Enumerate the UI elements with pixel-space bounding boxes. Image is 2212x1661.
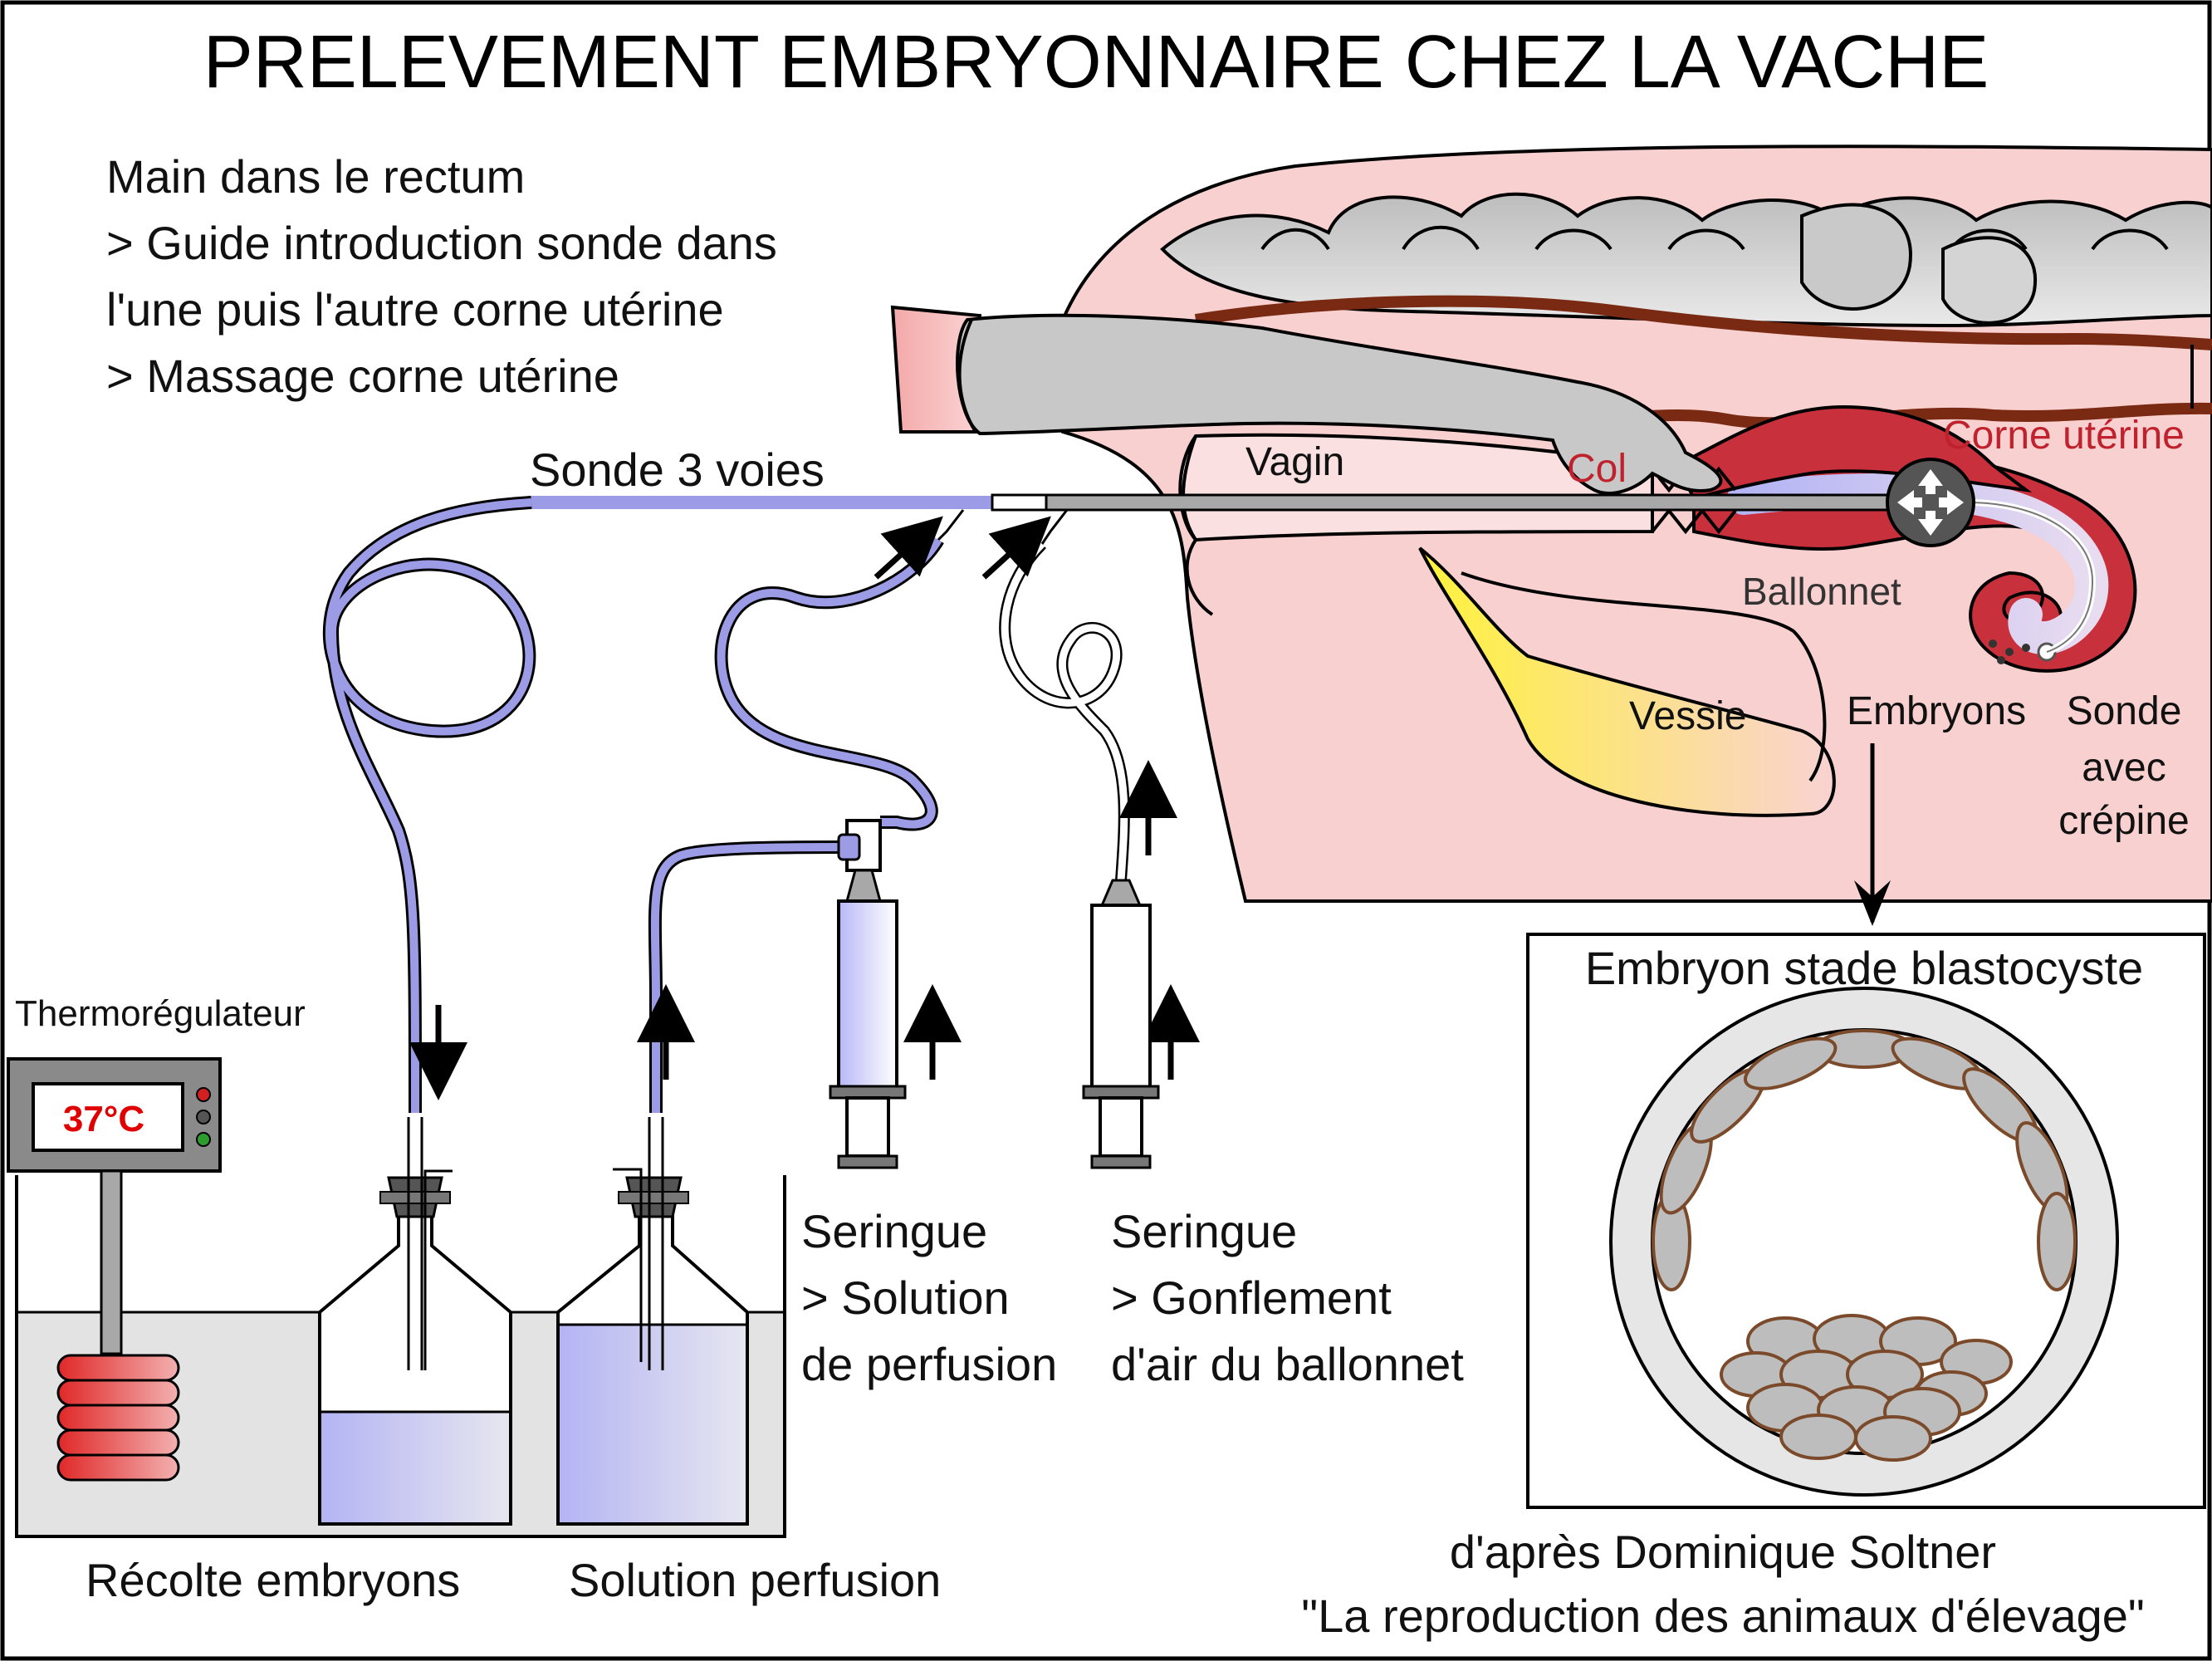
balloon <box>1886 458 1975 547</box>
probe-connector <box>991 493 1048 512</box>
instruction-line: > Massage corne utérine <box>106 350 619 402</box>
credit-line: d'après Dominique Soltner <box>1450 1526 1996 1578</box>
glove <box>956 313 1723 495</box>
label-perfusion: Solution perfusion <box>569 1554 941 1606</box>
rectum-upper-wall <box>1194 295 2212 350</box>
inset-title: Embryon stade blastocyste <box>1585 942 2143 994</box>
thermoregulator: 37°C <box>7 1057 222 1482</box>
balloon-arrows-icon <box>1897 469 1964 536</box>
three-way-probe <box>531 458 2097 655</box>
instruction-line: Main dans le rectum <box>106 150 525 203</box>
arrow-head-icon <box>1854 880 1891 926</box>
spine <box>1160 192 2212 328</box>
label-syringe-air: d'air du ballonnet <box>1111 1338 1464 1390</box>
cow-anatomy <box>1048 145 2212 903</box>
label-uterine-horn: Corne utérine <box>1943 414 2185 458</box>
indicator-light-green <box>196 1132 211 1147</box>
syringe-barrel <box>837 899 898 1090</box>
label-probe: Sonde 3 voies <box>530 443 825 496</box>
credit-line: "La reproduction des animaux d'élevage" <box>1301 1590 2145 1642</box>
label-probe-filter: avec <box>2082 746 2166 790</box>
label-collection: Récolte embryons <box>86 1554 460 1606</box>
instruction-line: l'une puis l'autre corne utérine <box>106 283 724 336</box>
trophoblast-cells <box>1652 1029 2077 1291</box>
page-title: PRELEVEMENT EMBRYONNAIRE CHEZ LA VACHE <box>203 21 1989 104</box>
instruction-line: > Guide introduction sonde dans <box>106 217 777 269</box>
glove-cuff-edge <box>957 319 977 434</box>
flow-arrows <box>409 516 1200 1100</box>
label-bladder: Vessie <box>1629 694 1746 738</box>
bottle-collection <box>318 1117 512 1526</box>
indicator-light-grey <box>196 1110 211 1124</box>
uterine-horn-lumen <box>1727 473 2109 654</box>
bladder <box>1418 546 1836 817</box>
label-thermoregulator: Thermorégulateur <box>15 993 306 1034</box>
glove-arm <box>890 305 1723 495</box>
indicator-light-red <box>196 1087 211 1102</box>
label-embryos: Embryons <box>1847 689 2026 733</box>
heater-coil <box>56 1354 180 1482</box>
label-syringe-perfusion: > Solution <box>801 1271 1010 1324</box>
blastocyst-inset <box>1526 933 2206 1509</box>
syringe-air <box>1082 879 1160 1169</box>
probe-shaft <box>1045 493 1945 512</box>
bladder-ligament <box>1461 571 1827 782</box>
arrow-icon <box>874 516 943 580</box>
syringe-perfusion <box>829 819 907 1169</box>
label-syringe-air: Seringue <box>1111 1205 1297 1257</box>
syringe-barrel <box>1090 904 1152 1090</box>
label-syringe-perfusion: Seringue <box>801 1205 987 1257</box>
label-syringe-air: > Gonflement <box>1111 1271 1392 1324</box>
bottle-perfusion <box>556 1117 749 1526</box>
inner-cell-mass <box>1720 1314 2013 1462</box>
instructions-block: Main dans le rectum > Guide introduction… <box>106 150 777 402</box>
label-probe-filter: Sonde <box>2067 689 2182 733</box>
trophoblast-cell <box>2037 1192 2077 1291</box>
label-probe-filter: crépine <box>2058 799 2189 843</box>
trophoblast-cell <box>1743 1036 1838 1090</box>
label-syringe-perfusion: de perfusion <box>801 1338 1057 1390</box>
label-vagina: Vagin <box>1245 440 1344 484</box>
label-balloon: Ballonnet <box>1742 570 1901 613</box>
label-cervix: Col <box>1567 447 1627 491</box>
arrow-icon <box>981 516 1051 580</box>
temperature-display: 37°C <box>63 1099 144 1139</box>
